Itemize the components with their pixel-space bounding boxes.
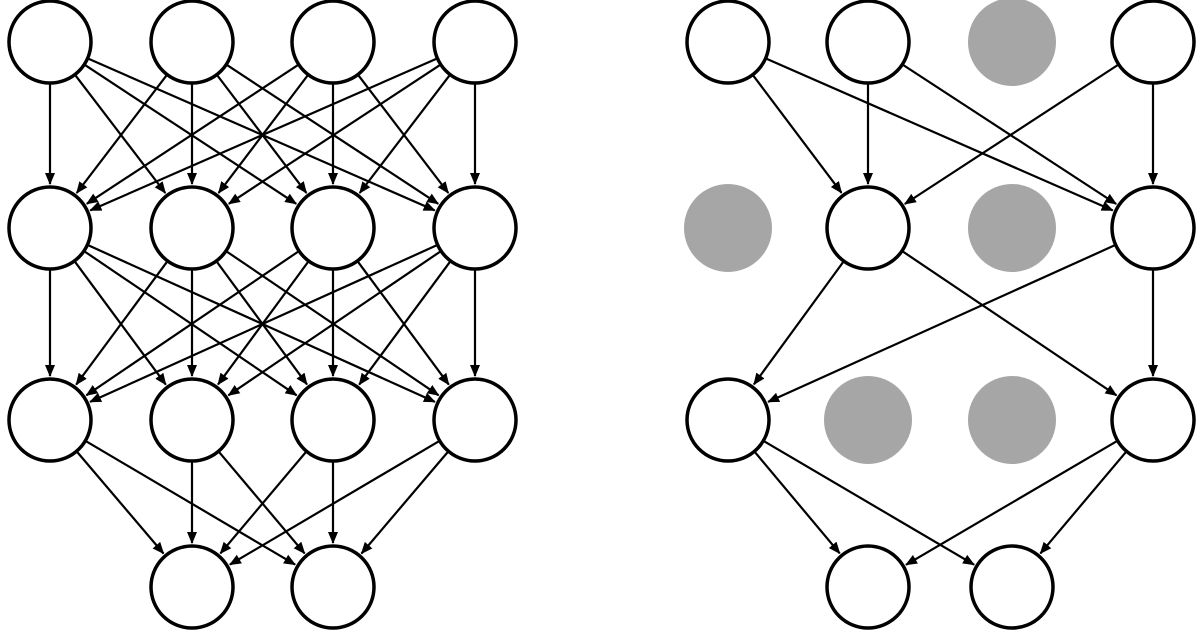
dropout-network-edge-l2u0-l3u0 [754,451,841,555]
standard-network-edge-l0u1-l1u0 [75,74,168,194]
standard-network-node-l2u1 [149,377,235,463]
standard-network-node-l1u3 [432,185,518,271]
standard-network-edge-l1u3-l2u1 [227,250,441,397]
standard-network-edge-l1u1-l2u0 [75,261,168,386]
dropout-network-node-l1u3 [1110,185,1196,271]
dropout-network-dropped-node-l1u2 [968,184,1056,272]
dropout-network-node-l1u1 [825,185,911,271]
standard-network-node-l3u0 [149,544,235,630]
dropout-network-edge-l1u1-l2u0 [753,261,845,386]
standard-network-node-l2u0 [7,377,93,463]
standard-network-edge-l0u3-l1u1 [227,64,441,205]
standard-network-node-l1u1 [149,185,235,271]
dropout-network-edge-l0u0-l1u1 [752,74,843,194]
dropout-network-edge-l0u3-l1u1 [903,64,1119,205]
dropout-network-node-l3u0 [825,544,911,630]
standard-network-node-l1u0 [7,185,93,271]
dropout-network-edge-l1u3-l2u0 [767,244,1116,403]
standard-network-node-l3u1 [290,544,376,630]
dropout-network-dropped-node-l2u1 [824,376,912,464]
standard-network-edge-l2u0-l3u1 [85,440,296,566]
standard-network-node-l0u3 [432,0,518,85]
dropout-network-node-l2u0 [685,377,771,463]
dropout-network-edge-l2u3-l3u0 [905,440,1118,566]
standard-network-node-l2u2 [290,377,376,463]
dropout-network-dropped-node-l2u2 [968,376,1056,464]
standard-network-node-l0u1 [149,0,235,85]
dropout-network-edge-l0u0-l1u3 [766,57,1114,212]
dropout-network-dropped-node-l0u2 [968,0,1056,86]
standard-network-node-l2u3 [432,377,518,463]
standard-network-edge-l2u0-l3u0 [76,451,165,555]
dropout-network-node-l3u1 [969,544,1055,630]
standard-network-edge-l1u3-l2u0 [89,244,438,403]
standard-network-edge-l0u2-l1u0 [85,64,299,205]
standard-network-edge-l1u3-l2u2 [358,261,451,386]
standard-network-edge-l2u3-l3u0 [229,440,440,566]
standard-network-node-l1u2 [290,185,376,271]
standard-network-edge-l1u2-l2u0 [85,250,299,397]
standard-network-edge-l2u2-l3u0 [219,451,307,555]
standard-network-edge-l2u3-l3u1 [360,451,449,555]
dropout-network-node-l0u1 [825,0,911,85]
dropout-network-edge-l1u1-l2u3 [902,250,1118,397]
dropout-network-edge-l2u3-l3u1 [1039,451,1127,555]
dropout-network-dropped-node-l1u0 [684,184,772,272]
standard-network-node-l0u2 [290,0,376,85]
standard-network-edge-l0u3-l1u0 [89,57,437,212]
standard-network-edge-l0u3-l1u2 [358,74,451,194]
dropout-network-node-l2u3 [1110,377,1196,463]
standard-network-node-l0u0 [7,0,93,85]
dropout-network-node-l0u3 [1110,0,1196,85]
dropout-network-node-l0u0 [685,0,771,85]
